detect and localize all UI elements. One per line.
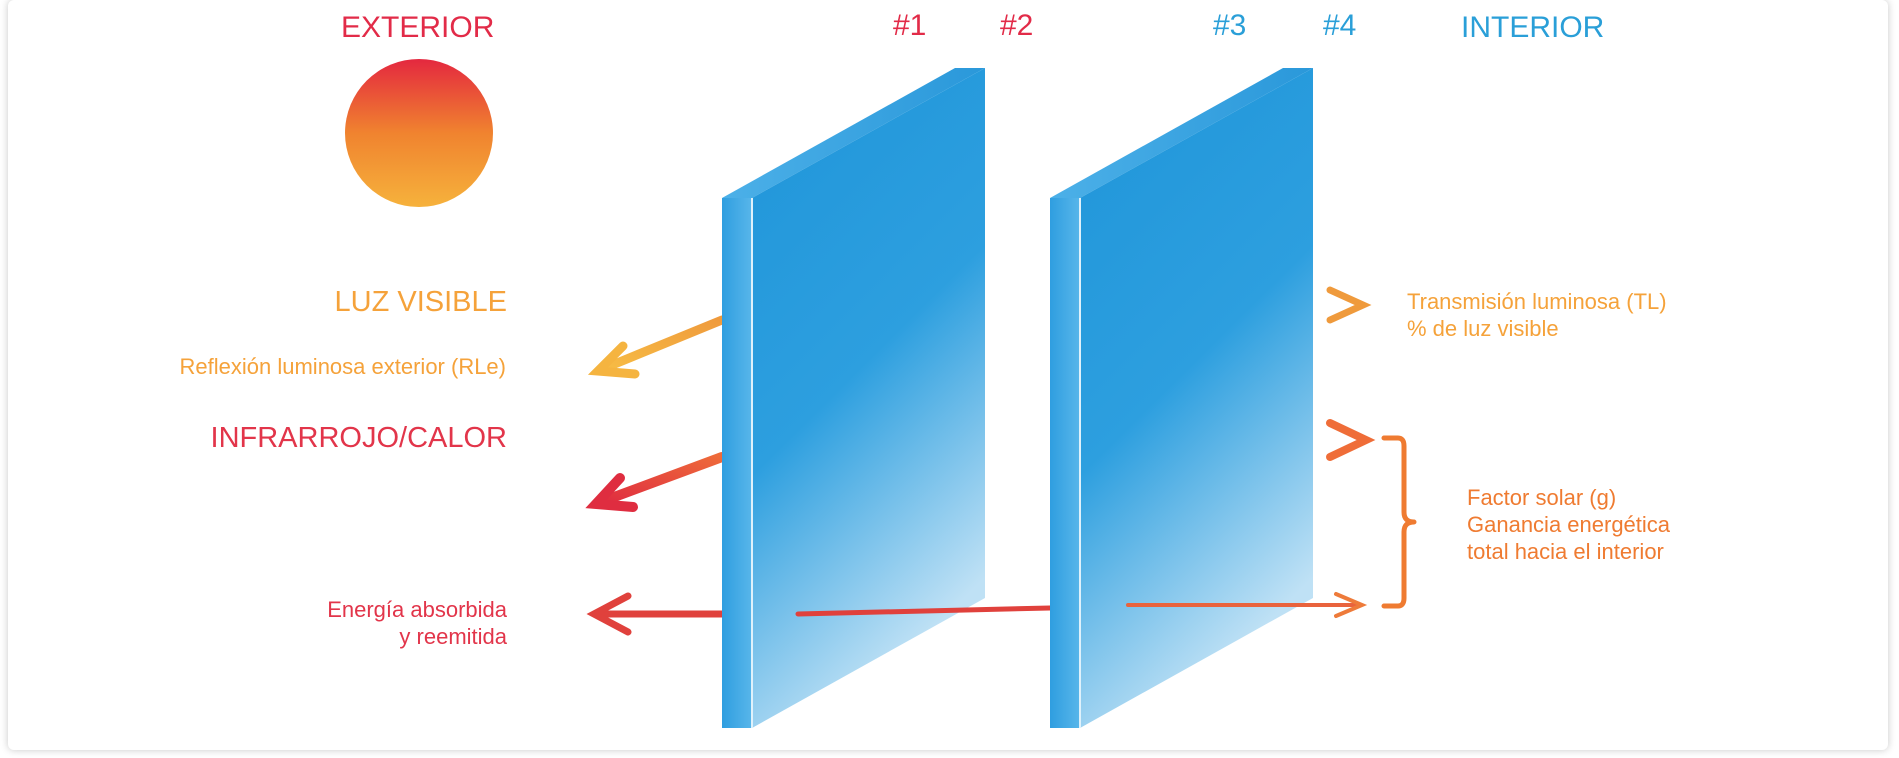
transmission-line-1: Transmisión luminosa (TL): [1407, 289, 1667, 314]
surface-1-label: #1: [893, 9, 927, 42]
solar-factor-label: Factor solar (g) Ganancia energética tot…: [1467, 485, 1670, 565]
solar-factor-line-3: total hacia el interior: [1467, 538, 1664, 564]
arrow-icon: [1136, 286, 1372, 324]
absorbed-energy-label: Energía absorbida y reemitida: [327, 597, 507, 651]
visible-light-label: LUZ VISIBLE: [334, 286, 507, 318]
infrared-label: INFRARROJO/CALOR: [210, 422, 507, 454]
interior-label: INTERIOR: [1461, 11, 1605, 44]
exterior-label: EXTERIOR: [341, 11, 495, 44]
absorbed-energy-line-1: Energía absorbida: [327, 597, 507, 622]
arrow-icon: [587, 315, 727, 379]
external-reflection-label: Reflexión luminosa exterior (RLe): [179, 354, 506, 379]
solar-factor-line-1: Factor solar (g): [1467, 485, 1617, 510]
absorbed-energy-line-2: y reemitida: [399, 623, 507, 649]
curly-bracket-icon: [1381, 435, 1417, 609]
arrow-icon: [586, 592, 726, 636]
sun-icon: [345, 59, 493, 207]
arrow-icon: [1120, 419, 1376, 461]
glass-pane-icon: [1050, 68, 1313, 728]
surface-2-label: #2: [1000, 9, 1034, 42]
surface-4-label: #4: [1323, 9, 1357, 42]
transmission-line-2: % de luz visible: [1407, 315, 1559, 341]
glass-pane-icon: [722, 68, 985, 728]
surface-3-label: #3: [1213, 9, 1247, 42]
transmission-label: Transmisión luminosa (TL) % de luz visib…: [1407, 289, 1667, 343]
arrow-icon: [585, 452, 727, 512]
arrow-icon: [1126, 592, 1368, 618]
arrow-icon: [795, 605, 1053, 617]
solar-factor-line-2: Ganancia energética: [1467, 511, 1671, 537]
